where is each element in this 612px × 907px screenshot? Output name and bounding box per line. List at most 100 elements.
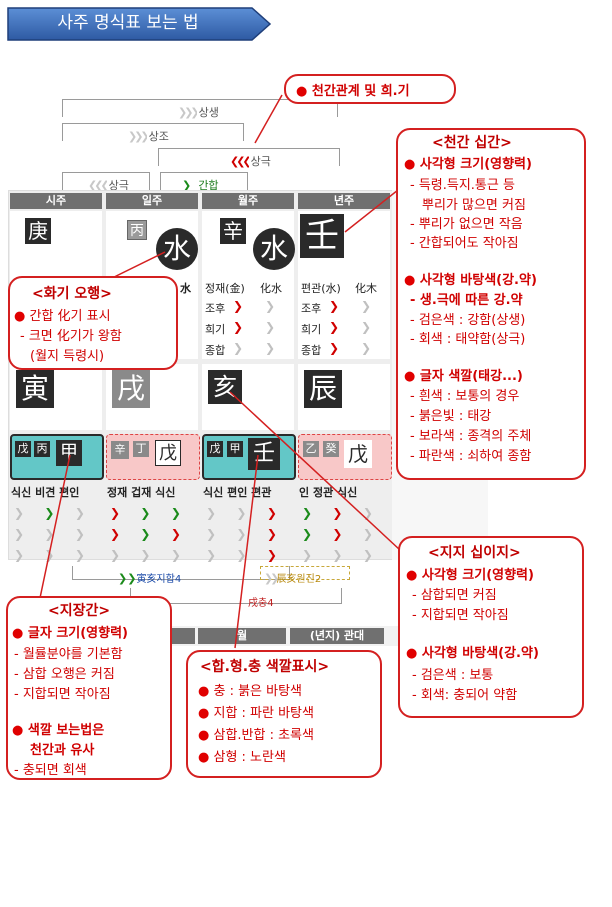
- hwagi-circle-il: 水: [156, 228, 198, 270]
- callout-jiji-title: <지지 십이지>: [428, 545, 521, 561]
- hidden-label-il: 정재 겁재 식신: [107, 486, 176, 499]
- col-head-si: 시주: [10, 193, 102, 209]
- callout-hap-title: <합.형.충 색깔표시>: [200, 659, 330, 675]
- row-label-jonghap-wol: 종합: [205, 344, 226, 357]
- hidden-char: 辛: [111, 441, 129, 459]
- hidden-char: 戊: [207, 441, 223, 457]
- row-label-joho-wol: 조후: [205, 302, 226, 315]
- callout-line: - 득령.득지.통근 등: [410, 178, 515, 193]
- arrow-icon: ❯: [361, 341, 372, 355]
- haejin-label: ❯❯辰亥원진2: [264, 572, 322, 585]
- month-info-hwa: 化水: [260, 282, 282, 295]
- callout-line: - 붉은빛 : 태강: [410, 409, 492, 424]
- sangjo-bracket: [62, 123, 244, 141]
- hidden-char: 癸: [323, 441, 339, 457]
- callout-hap-l3: ● 삼합.반합 : 초록색: [198, 728, 314, 743]
- callout-hwagi-title: <화기 오행>: [32, 286, 112, 302]
- callout-jijanggan: [6, 596, 172, 780]
- callout-line: - 지합되면 작아짐: [14, 687, 111, 702]
- callout-jiji: [398, 536, 584, 718]
- sanggeuk-bracket-left: [62, 172, 150, 190]
- callout-jijanggan-h2: ● 색깔 보는법은: [12, 723, 105, 738]
- branch-char-il: 戌: [112, 370, 150, 408]
- hidden-char-main: 戊: [344, 440, 372, 468]
- sangsaeng-bracket: [62, 99, 338, 117]
- callout-hwagi-h1: ● 간합 化기 표시: [14, 309, 111, 324]
- row-label-hwigi-nyeon: 희기: [301, 323, 322, 336]
- callout-line: - 생.극에 따른 강.약: [410, 293, 523, 308]
- arrow-grid-il: ❯ ❯ ❯ ❯ ❯ ❯ ❯ ❯ ❯: [110, 506, 181, 562]
- arrow-icon: ❯: [265, 341, 276, 355]
- ganhap-label: ❯ 간합: [182, 179, 221, 192]
- callout-hap-l1: ● 충 : 붉은 바탕색: [198, 684, 303, 699]
- callout-cheongan-h2: ● 사각형 바탕색(강.약): [404, 273, 537, 288]
- arrow-icon: ❯: [233, 320, 244, 334]
- sanggeuk-bracket-top: [158, 148, 340, 166]
- callout-hap-l2: ● 지합 : 파란 바탕색: [198, 706, 314, 721]
- callout-hwagi: [8, 276, 178, 370]
- hidden-char: 丁: [133, 441, 149, 457]
- callout-line: - 지합되면 작아짐: [412, 608, 509, 623]
- callout-jiji-h1: ● 사각형 크기(영향력): [406, 568, 534, 583]
- callout-line: - 크면 化기가 왕함: [20, 329, 122, 344]
- callout-line: - 뿌리가 없으면 작음: [410, 217, 523, 232]
- callout-line: - 간합되어도 작아짐: [410, 236, 519, 251]
- row-label-jonghap-nyeon: 종합: [301, 344, 322, 357]
- callout-line: - 충되면 회색: [14, 763, 87, 778]
- hidden-char-main: 壬: [248, 438, 280, 470]
- callout-line: 뿌리가 많으면 커짐: [422, 198, 526, 213]
- arrow-icon: ❯: [233, 341, 244, 355]
- lower-tab-wol[interactable]: 월: [198, 628, 286, 644]
- callout-line: - 삼합되면 커짐: [412, 588, 497, 603]
- callout-line: - 파란색 : 쇠하여 종함: [410, 449, 532, 464]
- month-info-sipsin: 정재(金): [205, 282, 245, 295]
- stem-char-nyeon: 壬: [300, 214, 344, 258]
- inhae-bracket: [72, 566, 290, 580]
- callout-relations-title: ● 천간관계 및 희.기: [296, 84, 410, 99]
- sangjo-label: ❯❯❯상조: [128, 130, 171, 143]
- callout-line: - 보라색 : 종격의 주체: [410, 429, 532, 444]
- callout-line: - 흰색 : 보통의 경우: [410, 389, 520, 404]
- year-info-sipsin: 편관(水): [301, 282, 341, 295]
- sanggeuk-label-left: ❮❮❮상극: [88, 179, 131, 192]
- arrow-icon: ❯: [265, 299, 276, 313]
- col-head-nyeon: 년주: [298, 193, 390, 209]
- title-banner-shape: [7, 7, 272, 41]
- arrow-icon: ❯: [361, 320, 372, 334]
- stem-char-wol: 辛: [220, 218, 246, 244]
- lower-tab-nyeon[interactable]: (년지) 관대: [290, 628, 384, 644]
- col-head-wol: 월주: [202, 193, 294, 209]
- inhae-label: ❯❯寅亥지합4: [118, 572, 182, 585]
- callout-line: - 회색 : 태약함(상극): [410, 332, 526, 347]
- ganhap-bracket: [160, 172, 248, 190]
- hidden-char: 戊: [15, 441, 31, 457]
- hidden-char: 甲: [227, 441, 243, 457]
- callout-line: (월지 득령시): [30, 349, 105, 364]
- callout-jijanggan-title: <지장간>: [48, 603, 111, 619]
- callout-line: - 월률분야를 기본함: [14, 647, 123, 662]
- callout-line: 천간과 유사: [30, 743, 95, 758]
- hwagi-hwa-il: 水: [180, 282, 191, 295]
- hwagi-circle-wol: 水: [253, 228, 295, 270]
- sangsaeng-label: ❯❯❯상생: [178, 106, 221, 119]
- callout-jijanggan-h1: ● 글자 크기(영향력): [12, 626, 129, 641]
- hidden-char: 丙: [34, 441, 50, 457]
- arrow-icon: ❯: [329, 341, 340, 355]
- callout-hap-l4: ● 삼형 : 노란색: [198, 750, 286, 765]
- branch-char-wol: 亥: [208, 370, 242, 404]
- branch-char-si: 寅: [16, 370, 54, 408]
- stem-char-il: 丙: [127, 220, 147, 240]
- year-info-hwa: 化木: [355, 282, 377, 295]
- callout-line: - 삼합 오행은 커짐: [14, 667, 115, 682]
- callout-cheongan-title: <천간 십간>: [432, 135, 512, 151]
- hidden-char: 乙: [303, 441, 319, 457]
- sanggeuk-label-top: ❮❮❮상극: [230, 155, 273, 168]
- arrow-grid-wol: ❯ ❯ ❯ ❯ ❯ ❯ ❯ ❯ ❯: [206, 506, 277, 562]
- callout-relations: [284, 74, 456, 104]
- col-head-il: 일주: [106, 193, 198, 209]
- callout-cheongan: [396, 128, 586, 480]
- arrow-icon: ❯: [233, 299, 244, 313]
- arrow-grid-nyeon: ❯ ❯ ❯ ❯ ❯ ❯ ❯ ❯ ❯: [302, 506, 373, 562]
- callout-line: - 회색: 충되어 약함: [412, 688, 518, 703]
- arrow-icon: ❯: [329, 299, 340, 313]
